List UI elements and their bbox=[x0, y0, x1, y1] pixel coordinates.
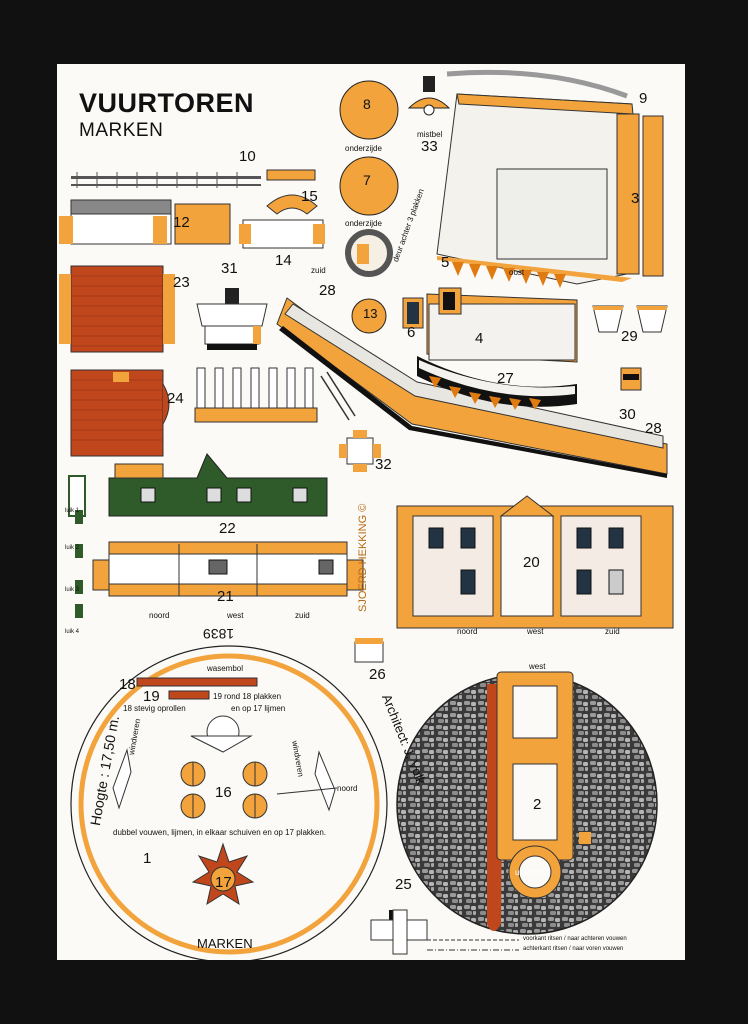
label-8: 8 bbox=[363, 96, 371, 112]
label-luik-2: luik 2 bbox=[65, 545, 80, 551]
label-28-a: 28 bbox=[319, 282, 336, 299]
disc-7 bbox=[339, 156, 399, 216]
label-20: 20 bbox=[523, 554, 540, 571]
label-luik-4: luik 4 bbox=[65, 629, 80, 635]
label-32: 32 bbox=[375, 456, 392, 473]
label-wasembol: wasembol bbox=[207, 664, 244, 673]
label-luik-1: luik 1 bbox=[65, 508, 80, 514]
label-24: 24 bbox=[167, 390, 184, 407]
label-noord-c: noord bbox=[337, 784, 358, 793]
label-12: 12 bbox=[173, 214, 190, 231]
label-14: 14 bbox=[275, 252, 292, 269]
sheet-subtitle: MARKEN bbox=[79, 120, 164, 141]
label-9: 9 bbox=[639, 90, 648, 107]
label-7: 7 bbox=[363, 172, 371, 188]
label-16: 16 bbox=[215, 784, 232, 801]
label-west-c: west bbox=[529, 662, 546, 671]
label-noord-b: noord bbox=[457, 627, 478, 636]
label-13: 13 bbox=[363, 306, 378, 321]
strip-3 bbox=[642, 115, 664, 277]
label-6: 6 bbox=[407, 324, 416, 341]
label-uitsnijden: uitsnijden bbox=[515, 868, 549, 877]
label-28-b: 28 bbox=[645, 420, 662, 437]
label-3: 3 bbox=[631, 190, 640, 207]
legend-back: achterkant ritsen / naar voren vouwen bbox=[523, 946, 624, 952]
base-name-label: MARKEN bbox=[197, 936, 253, 951]
label-23: 23 bbox=[173, 274, 190, 291]
cut-out-sheet: VUURTOREN MARKEN 8 onderzijde 7 onderzij… bbox=[57, 64, 685, 960]
label-zuid-b: zuid bbox=[295, 611, 310, 620]
label-22: 22 bbox=[219, 520, 236, 537]
label-19-lijmen: en op 17 lijmen bbox=[231, 704, 286, 713]
label-onderzijde-1: onderzijde bbox=[345, 144, 382, 153]
label-oost: oost bbox=[509, 268, 525, 277]
label-18-oprollen: 18 stevig oprollen bbox=[123, 704, 186, 713]
credit-author: SJOERD HEKKING © bbox=[357, 503, 369, 612]
legend-front: voorkant ritsen / naar achteren vouwen bbox=[523, 936, 627, 942]
label-west-b: west bbox=[527, 627, 544, 636]
label-noord-a: noord bbox=[149, 611, 170, 620]
year-label: 1839 bbox=[203, 626, 235, 642]
label-15: 15 bbox=[301, 188, 318, 205]
label-30: 30 bbox=[619, 406, 636, 423]
label-mistbel: mistbel bbox=[417, 130, 443, 139]
label-10: 10 bbox=[239, 148, 256, 165]
label-19: 19 bbox=[143, 688, 160, 705]
label-18: 18 bbox=[119, 676, 136, 693]
label-25: 25 bbox=[395, 876, 412, 893]
disc-13 bbox=[351, 298, 387, 334]
label-19-rond: 19 rond 18 plakken bbox=[213, 692, 282, 701]
label-4: 4 bbox=[475, 330, 484, 347]
sheet-artwork bbox=[59, 69, 674, 960]
label-2: 2 bbox=[533, 796, 542, 813]
sheet-title: VUURTOREN bbox=[79, 88, 255, 118]
label-zuid-a: zuid bbox=[311, 266, 326, 275]
label-29: 29 bbox=[621, 328, 638, 345]
label-5: 5 bbox=[441, 254, 450, 271]
disc-8 bbox=[339, 80, 399, 140]
label-33: 33 bbox=[421, 138, 438, 155]
label-onderzijde-2: onderzijde bbox=[345, 219, 382, 228]
label-luik-3: luik 3 bbox=[65, 587, 80, 593]
label-17: 17 bbox=[215, 874, 232, 891]
label-west-a: west bbox=[227, 611, 244, 620]
label-1: 1 bbox=[143, 850, 152, 867]
label-31: 31 bbox=[221, 260, 238, 277]
label-26: 26 bbox=[369, 666, 386, 683]
label-21: 21 bbox=[217, 588, 234, 605]
instruction-text: dubbel vouwen, lijmen, in elkaar schuive… bbox=[113, 828, 327, 837]
label-zuid-c: zuid bbox=[605, 627, 620, 636]
label-27: 27 bbox=[497, 370, 514, 387]
